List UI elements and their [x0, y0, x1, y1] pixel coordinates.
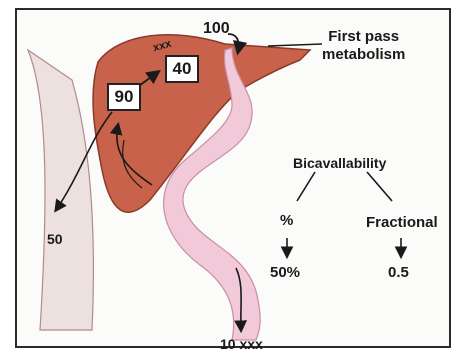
percent-label: % [280, 212, 293, 229]
branch-left [297, 172, 315, 201]
branch-right [367, 172, 392, 201]
liver-shape [93, 35, 310, 212]
first-pass-pointer [268, 44, 322, 46]
fractional-value: 0.5 [388, 264, 409, 281]
dose-label: 100 [203, 20, 230, 38]
first-pass-label: First pass metabolism [322, 28, 405, 64]
systemic-value: 50 [47, 231, 63, 247]
portal-value: 90 [107, 83, 141, 111]
liver-inner-value: 40 [165, 55, 199, 83]
fractional-label: Fractional [366, 214, 438, 231]
percent-value: 50% [270, 264, 300, 281]
bioavailability-label: Bicavallability [293, 155, 386, 171]
excreted-label: 10 xxx [220, 336, 263, 352]
systemic-vessel [28, 50, 93, 330]
